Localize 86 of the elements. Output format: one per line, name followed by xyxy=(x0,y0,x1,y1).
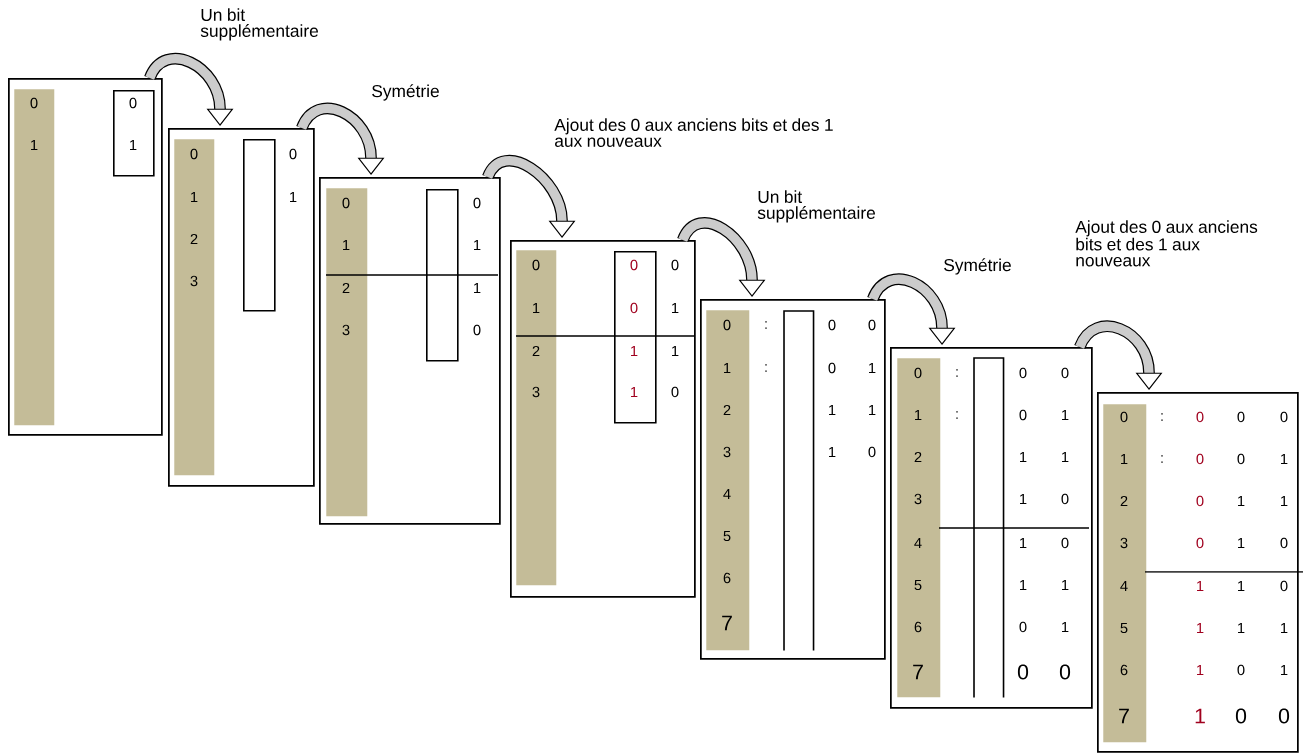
table-cell: 1 xyxy=(1281,495,1288,507)
edge-label: Un bit supplémentaire xyxy=(200,8,318,41)
table-cell: 0 xyxy=(289,148,297,160)
table-cell: 1 xyxy=(1238,537,1245,549)
table-cell: 0 xyxy=(1196,411,1204,423)
curved-arrow xyxy=(1074,320,1163,390)
table-cell: 1 xyxy=(1020,493,1027,505)
table-cell: 1 xyxy=(672,302,679,314)
index-column: 0 1 2 3 xyxy=(326,188,368,517)
index-column: 0 1 2 3 xyxy=(516,250,557,586)
curved-arrow xyxy=(144,52,234,126)
table-cell: 0 xyxy=(1196,537,1204,549)
table-cell: : xyxy=(765,321,767,329)
bit-box xyxy=(243,139,276,312)
edge-label: Symétrie xyxy=(372,84,439,101)
table-cell: 0 xyxy=(473,197,481,209)
table-cell: 1 xyxy=(1281,622,1288,634)
bit-box: 0 0 1 1 xyxy=(614,251,657,424)
table-cell: 0 xyxy=(868,319,876,331)
table-cell: 1 xyxy=(1062,621,1069,633)
table-cell: 1 xyxy=(1238,622,1245,634)
table-cell: 0 xyxy=(1019,367,1027,379)
table-cell: 1 xyxy=(1281,664,1288,676)
table-cell: : xyxy=(956,369,958,377)
table-cell: 0 xyxy=(1237,664,1245,676)
edge-label: Symétrie xyxy=(944,258,1011,275)
bit-box xyxy=(426,189,459,362)
table-cell: 0 xyxy=(1280,537,1288,549)
bit-box xyxy=(973,357,1005,699)
table-cell: 1 xyxy=(1238,495,1245,507)
curved-arrow xyxy=(296,102,385,175)
curved-arrow xyxy=(867,273,956,345)
table-cell: 0 xyxy=(1019,409,1027,421)
table-cell: 0 xyxy=(1196,453,1204,465)
table-cell: 1 xyxy=(1020,537,1027,549)
table-cell: 1 xyxy=(1062,579,1069,591)
table-cell: 0 xyxy=(1061,367,1069,379)
bit-box: 0 1 xyxy=(113,90,155,177)
table-cell: 1 xyxy=(829,404,836,416)
table-cell: 0 xyxy=(1237,411,1245,423)
edge-label: Ajout des 0 aux anciens bits et des 1 aux nouveaux xyxy=(554,118,833,147)
table-cell: 1 xyxy=(1197,664,1204,676)
table-cell: 0 xyxy=(1196,495,1204,507)
bit-box xyxy=(783,310,815,652)
table-cell: 0 xyxy=(1019,621,1027,633)
table-cell: 1 xyxy=(829,446,836,458)
edge-label: Ajout des 0 aux anciens bits et des 1 aux nouveaux xyxy=(1075,220,1258,267)
index-column: 0 1 2 3 4 5 6 7 xyxy=(897,358,941,698)
table-cell: 0 xyxy=(1235,708,1247,724)
table-cell: 0 xyxy=(868,446,876,458)
table-cell: 0 xyxy=(671,259,679,271)
index-column: 0 1 2 3 xyxy=(174,139,215,476)
table-cell: 1 xyxy=(290,191,297,203)
table-cell: 1 xyxy=(869,404,876,416)
table-cell: 1 xyxy=(672,345,679,357)
table-cell: 0 xyxy=(1280,580,1288,592)
index-column: 0 1 2 3 4 5 6 7 xyxy=(706,310,750,651)
table-cell: : xyxy=(1161,413,1163,421)
table-cell: 0 xyxy=(1059,664,1071,680)
index-column: 0 1 xyxy=(14,89,55,426)
table-cell: : xyxy=(1161,455,1163,463)
table-cell: 0 xyxy=(671,386,679,398)
table-cell: 1 xyxy=(1238,580,1245,592)
curved-arrow xyxy=(482,155,576,238)
table-cell: 1 xyxy=(1062,451,1069,463)
table-cell: 0 xyxy=(1280,411,1288,423)
table-cell: : xyxy=(765,364,767,372)
table-cell: 1 xyxy=(1197,622,1204,634)
table-cell: 1 xyxy=(1281,453,1288,465)
index-column: 0 1 2 3 4 5 6 7 xyxy=(1103,404,1147,743)
table-cell: 0 xyxy=(1061,537,1069,549)
curved-arrow xyxy=(677,217,766,297)
table-cell: : xyxy=(956,411,958,419)
table-cell: 1 xyxy=(1062,409,1069,421)
table-cell: 1 xyxy=(1020,579,1027,591)
edge-label: Un bit supplémentaire xyxy=(757,190,875,223)
table-cell: 0 xyxy=(1278,708,1290,724)
table-cell: 1 xyxy=(1197,580,1204,592)
table-cell: 1 xyxy=(474,239,481,251)
table-cell: 0 xyxy=(1237,453,1245,465)
table-cell: 0 xyxy=(473,324,481,336)
table-cell: 1 xyxy=(474,282,481,294)
table-cell: 1 xyxy=(1195,708,1205,724)
table-cell: 1 xyxy=(1020,451,1027,463)
table-cell: 0 xyxy=(1061,493,1069,505)
table-cell: 1 xyxy=(869,362,876,374)
